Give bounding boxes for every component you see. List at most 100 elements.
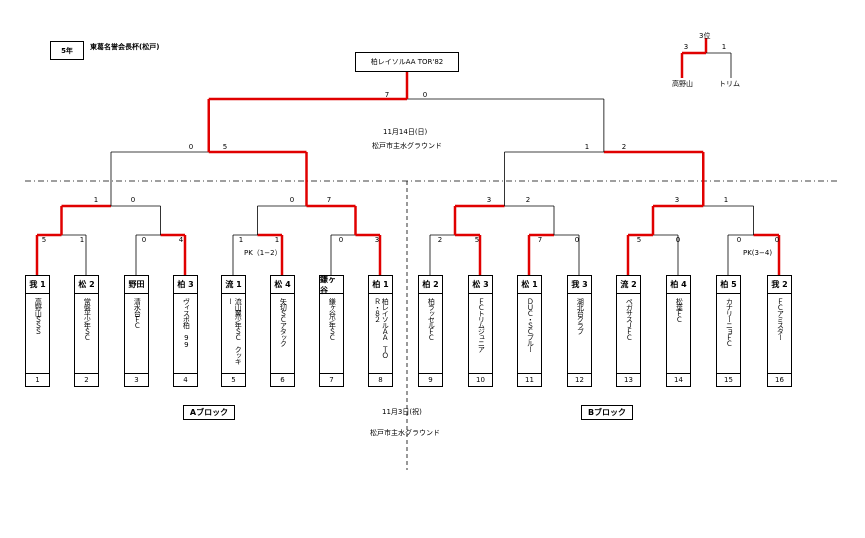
r1-4-score-right: 3 — [374, 236, 380, 244]
r1-8-score-left: 0 — [736, 236, 742, 244]
r1-3-score-left: 1 — [238, 236, 244, 244]
team-box: 我 3 湖北台クラブ 12 — [567, 275, 592, 387]
r1-3-score-right: 1 — [274, 236, 280, 244]
block-b-label: Bブロック — [581, 405, 633, 420]
final-venue: 松戸市主水グラウンド — [372, 142, 442, 150]
team-name: ＦＣアミスター — [776, 298, 785, 340]
team-name: 湖北台クラブ — [576, 298, 585, 334]
r1-5-score-left: 2 — [437, 236, 443, 244]
qf3-score-left: 3 — [486, 196, 492, 204]
team-seed: 柏 3 — [174, 276, 197, 294]
team-name: 流山翼少年ＳＣ クッキー — [226, 298, 243, 364]
final-score-left: 7 — [384, 91, 390, 99]
team-name: 鎌ヶ谷少年ＳＣ — [328, 298, 337, 340]
team-name: 柏レイソルＡＡ ＴＯＲ・８２ — [373, 298, 390, 358]
bracket-lines — [25, 38, 840, 470]
team-seed: 松 2 — [75, 276, 98, 294]
r1-7-score-right: 0 — [675, 236, 681, 244]
team-box: 松 1 ＤＵＣ・ＳＣブルー 11 — [517, 275, 542, 387]
team-seed: 流 2 — [617, 276, 640, 294]
team-box: 柏 1 柏レイソルＡＡ ＴＯＲ・８２ 8 — [368, 275, 393, 387]
third-place-team-right: トリム — [719, 80, 740, 88]
team-seed: 我 1 — [26, 276, 49, 294]
team-number: 13 — [617, 373, 640, 386]
team-number: 2 — [75, 373, 98, 386]
team-number: 7 — [320, 373, 343, 386]
qf1-score-right: 0 — [130, 196, 136, 204]
blocks-venue: 松戸市主水グラウンド — [370, 429, 440, 437]
qf2-score-right: 7 — [326, 196, 332, 204]
qf2-score-left: 0 — [289, 196, 295, 204]
team-seed: 鎌ヶ谷 — [320, 275, 343, 295]
champion-box: 柏レイソルAA TOR'82 — [355, 52, 459, 72]
team-seed: 柏 4 — [667, 276, 690, 294]
team-seed: 柏 2 — [419, 276, 442, 294]
r1-4-score-left: 0 — [338, 236, 344, 244]
team-seed: 我 2 — [768, 276, 791, 294]
sf1-score-left: 0 — [188, 143, 194, 151]
team-number: 10 — [469, 373, 492, 386]
third-place-title: 3位 — [699, 32, 711, 40]
r1-5-score-right: 5 — [474, 236, 480, 244]
r1-1-score-right: 1 — [79, 236, 85, 244]
team-number: 8 — [369, 373, 392, 386]
team-number: 5 — [222, 373, 245, 386]
team-number: 11 — [518, 373, 541, 386]
qf1-score-left: 1 — [93, 196, 99, 204]
team-name: ヴィスポ柏 99 — [182, 298, 191, 348]
tournament-title: 東葛名誉会長杯(松戸) — [90, 43, 160, 51]
final-date: 11月14日(日) — [383, 128, 428, 136]
team-number: 9 — [419, 373, 442, 386]
r1-6-score-right: 0 — [574, 236, 580, 244]
third-place-team-left: 高野山 — [672, 80, 693, 88]
qf4-score-right: 1 — [723, 196, 729, 204]
team-box: 我 2 ＦＣアミスター 16 — [767, 275, 792, 387]
team-name: 常盤平少年ＳＣ — [83, 298, 92, 340]
team-number: 14 — [667, 373, 690, 386]
block-a-label: Aブロック — [183, 405, 235, 420]
team-number: 1 — [26, 373, 49, 386]
grade-box: 5年 — [50, 41, 84, 60]
team-name: ＦＣトリムジュニア — [477, 298, 486, 352]
team-seed: 流 1 — [222, 276, 245, 294]
team-box: 柏 3 ヴィスポ柏 99 4 — [173, 275, 198, 387]
r1-2-score-left: 0 — [141, 236, 147, 244]
r1-1-score-left: 5 — [41, 236, 47, 244]
team-box: 鎌ヶ谷鎌ヶ谷少年ＳＣ 7 — [319, 275, 344, 387]
qf4-score-left: 3 — [674, 196, 680, 204]
sf2-score-left: 1 — [584, 143, 590, 151]
r1-8-pk-note: PK(3−4) — [743, 249, 773, 257]
team-seed: 柏 1 — [369, 276, 392, 294]
team-name: 松葉ＦＣ — [675, 298, 684, 322]
final-score-right: 0 — [422, 91, 428, 99]
team-box: 柏 4 松葉ＦＣ 14 — [666, 275, 691, 387]
team-number: 3 — [125, 373, 148, 386]
r1-7-score-left: 5 — [636, 236, 642, 244]
team-number: 4 — [174, 373, 197, 386]
team-name: ＤＵＣ・ＳＣブルー — [526, 298, 535, 352]
r1-8-score-right: 0 — [774, 236, 780, 244]
team-name: 柏ラッセルＦＣ — [427, 298, 436, 340]
r1-6-score-left: 7 — [537, 236, 543, 244]
team-number: 12 — [568, 373, 591, 386]
team-seed: 松 4 — [271, 276, 294, 294]
r1-2-score-right: 4 — [178, 236, 184, 244]
team-box: 流 1 流山翼少年ＳＣ クッキー 5 — [221, 275, 246, 387]
team-number: 6 — [271, 373, 294, 386]
r1-3-pk-note: PK（1−2） — [244, 249, 282, 257]
team-seed: 松 1 — [518, 276, 541, 294]
team-seed: 我 3 — [568, 276, 591, 294]
sf2-score-right: 2 — [621, 143, 627, 151]
blocks-date: 11月3日(祝) — [382, 408, 422, 416]
team-number: 16 — [768, 373, 791, 386]
team-seed: 柏 5 — [717, 276, 740, 294]
team-box: 我 1 高野山ＳＳＳ 1 — [25, 275, 50, 387]
third-place-score-left: 3 — [683, 43, 689, 51]
qf3-score-right: 2 — [525, 196, 531, 204]
team-name: 高野山ＳＳＳ — [34, 298, 43, 334]
